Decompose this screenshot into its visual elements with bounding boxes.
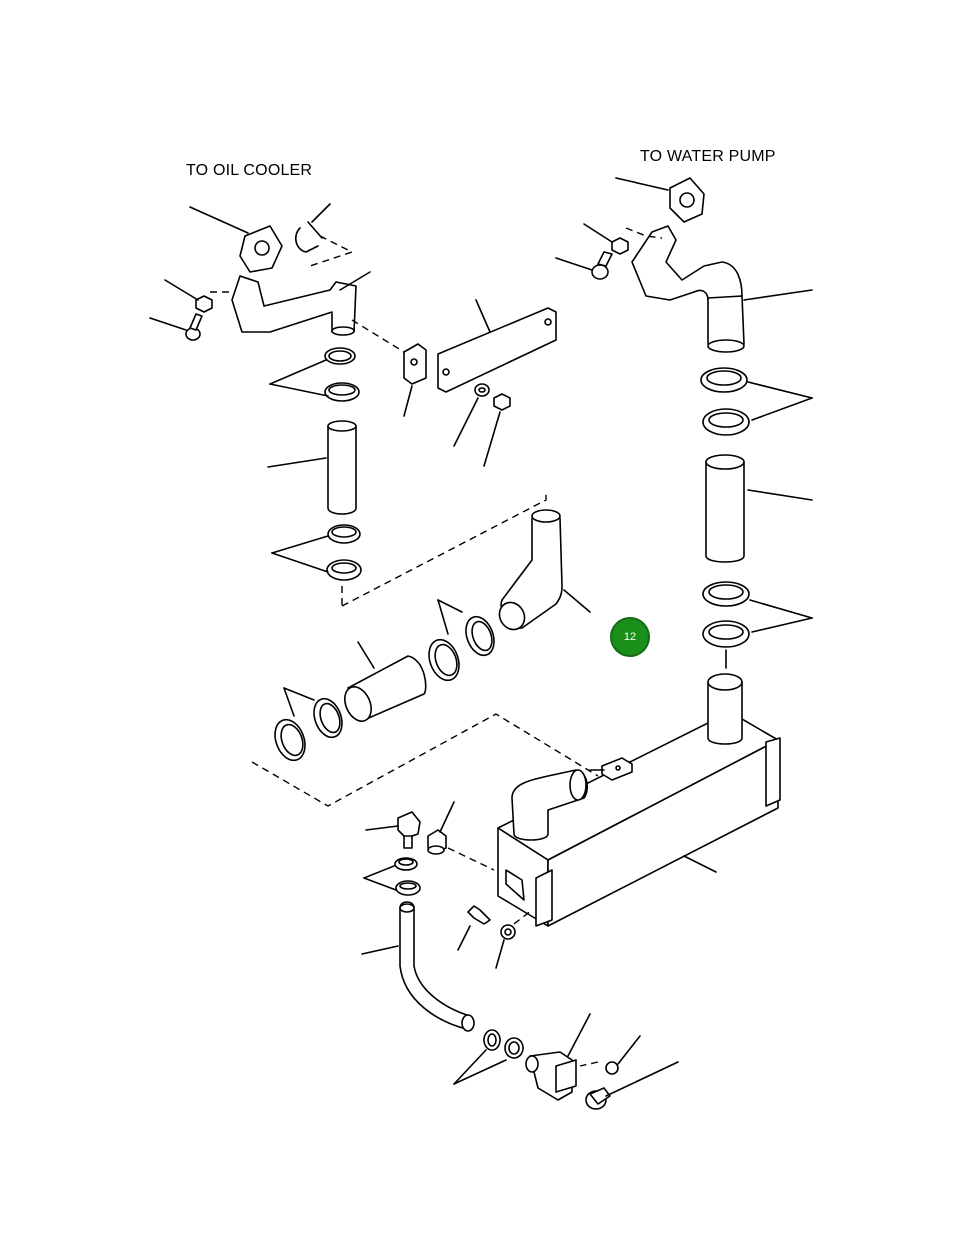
nut	[493, 393, 511, 411]
dashed-line	[309, 235, 354, 267]
leader-line	[164, 279, 199, 301]
leader-line	[453, 1059, 507, 1085]
hose-clamp	[395, 880, 421, 896]
leader-line	[475, 299, 491, 333]
hose-clamp	[324, 347, 356, 365]
leader-line	[311, 203, 331, 223]
leader-line	[453, 397, 479, 447]
leader-line	[751, 397, 813, 421]
drain-valve	[525, 1051, 577, 1101]
hose-clamp	[326, 559, 362, 581]
leader-line	[269, 383, 329, 397]
leader-line	[605, 1061, 679, 1097]
hose-clamp	[274, 718, 306, 762]
leader-line	[269, 359, 327, 385]
straight-hose	[344, 655, 427, 722]
leader-line	[363, 865, 395, 879]
water-pump-label: TO WATER PUMP	[640, 148, 776, 165]
oil-cooler-label: TO OIL COOLER	[186, 162, 313, 179]
dashed-line	[447, 847, 495, 871]
bolt	[605, 1061, 619, 1075]
water-pump-elbow-pipe	[631, 225, 745, 353]
dashed-line	[579, 1061, 599, 1067]
leader-line	[495, 939, 505, 969]
leader-line	[583, 223, 613, 243]
hose-clamp	[702, 408, 750, 436]
leader-line	[615, 177, 669, 191]
drain-hose	[399, 901, 475, 1032]
leader-line	[365, 825, 399, 831]
drain-plug	[585, 1087, 611, 1110]
dashed-line	[351, 319, 405, 353]
tank-sensor-plate	[601, 757, 633, 781]
leader-line	[747, 489, 813, 501]
hose-clamp	[483, 1029, 501, 1051]
leader-line	[683, 855, 717, 873]
leader-line	[743, 289, 813, 301]
leader-line	[563, 589, 591, 613]
hose-clamp	[394, 857, 418, 871]
dashed-line	[341, 490, 547, 607]
leader-line	[437, 599, 449, 635]
dashed-line	[251, 713, 599, 807]
elbow-fitting	[397, 811, 421, 849]
hose-clamp	[702, 581, 750, 607]
hose-clamp	[327, 524, 361, 544]
bolt	[467, 905, 491, 925]
washer	[500, 924, 516, 940]
leader-line	[363, 877, 397, 891]
leader-line	[361, 945, 399, 955]
leader-line	[189, 206, 249, 234]
support-plate	[437, 307, 557, 393]
leader-line	[403, 385, 413, 417]
leader-line	[339, 271, 371, 291]
leader-line	[267, 457, 327, 468]
hose-clamp	[700, 367, 748, 393]
straight-hose	[327, 420, 357, 515]
callout-number: 12	[623, 631, 637, 643]
tank-outlet-pipe	[707, 673, 743, 745]
oil-cooler-u-bolt	[294, 221, 323, 253]
oil-cooler-flange-gasket	[239, 225, 283, 273]
callout-badge[interactable]: 12	[610, 617, 650, 657]
leader-line	[357, 641, 375, 669]
leader-line	[567, 1013, 591, 1057]
hose-clamp	[428, 638, 460, 682]
aftercooler-tank	[497, 711, 781, 927]
leader-line	[271, 552, 329, 573]
leader-line	[751, 617, 813, 633]
leader-line	[617, 1035, 641, 1065]
bolt	[185, 313, 203, 341]
hose-clamp	[504, 1037, 524, 1059]
elbow-hose	[498, 509, 563, 631]
leader-line	[283, 687, 315, 701]
leader-line	[457, 925, 471, 951]
mounting-bracket	[403, 343, 427, 385]
leader-line	[747, 381, 813, 399]
hose-clamp	[702, 620, 750, 648]
bolt	[591, 251, 613, 280]
nut	[611, 237, 629, 255]
oil-cooler-elbow-pipe	[231, 275, 357, 336]
leader-line	[555, 257, 593, 271]
nut	[195, 295, 213, 313]
leader-line	[283, 687, 295, 717]
leader-line	[149, 317, 187, 331]
tank-inlet-elbow	[511, 769, 589, 841]
leader-line	[453, 1049, 487, 1085]
hose-clamp	[324, 382, 360, 402]
leader-line	[749, 599, 813, 619]
leader-line	[437, 599, 463, 613]
leader-line	[439, 801, 455, 833]
washer	[474, 383, 490, 397]
dashed-line	[513, 909, 533, 925]
leader-line	[483, 411, 501, 467]
leader-line	[271, 535, 329, 554]
hose-clamp	[465, 615, 495, 657]
hose-clamp	[313, 697, 343, 739]
adapter-fitting	[427, 829, 447, 855]
water-pump-flange-gasket	[669, 177, 705, 223]
straight-hose	[705, 454, 745, 563]
